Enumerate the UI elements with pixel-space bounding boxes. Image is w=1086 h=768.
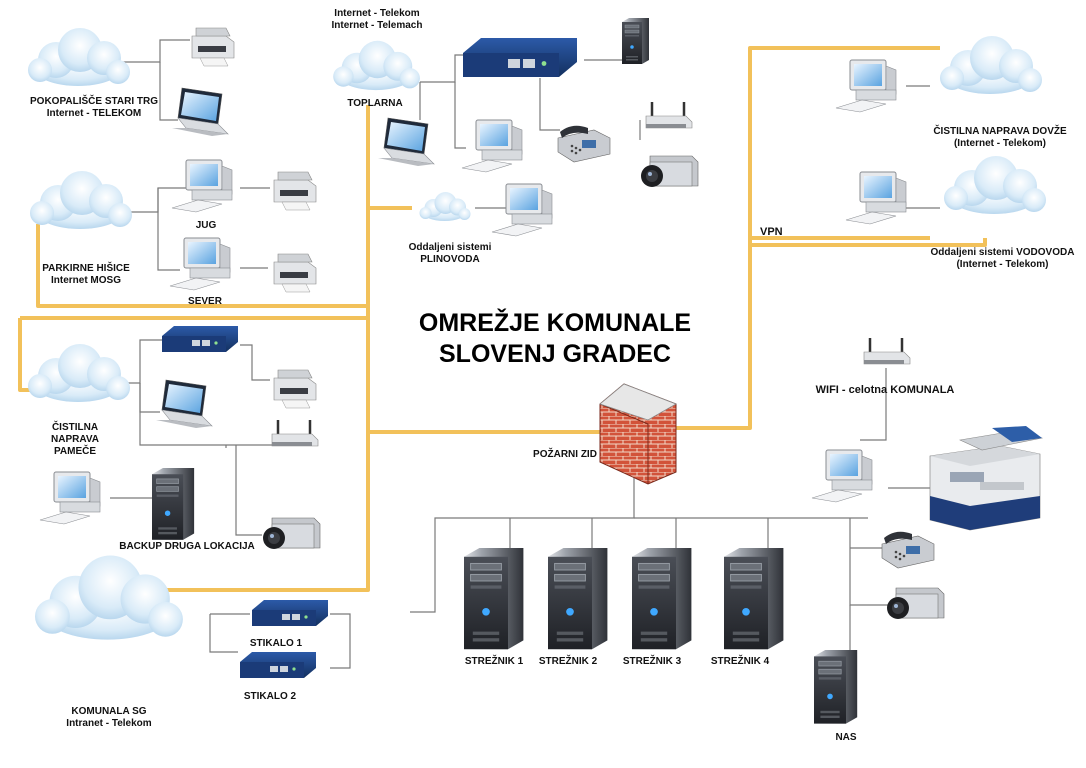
- printer-icon: [273, 369, 317, 409]
- cloud-icon: [30, 171, 132, 229]
- server-icon: [813, 649, 858, 724]
- switch-icon: [240, 652, 316, 678]
- cloud-icon: [35, 555, 183, 640]
- label-stikalo-2: STIKALO 2: [243, 691, 297, 702]
- switch-icon: [162, 326, 238, 352]
- lan-lines: [110, 39, 940, 669]
- laptop-icon: [171, 87, 229, 137]
- label-vpn: VPN: [760, 226, 783, 238]
- router-icon: [862, 336, 912, 366]
- phone-icon: [881, 531, 935, 569]
- label-streznik-3: STREŽNIK 3: [622, 656, 682, 667]
- label-streznik-4: STREŽNIK 4: [710, 656, 770, 667]
- label-stikalo-1: STIKALO 1: [249, 638, 303, 649]
- label-pozarni-zid: POŽARNI ZID: [533, 449, 597, 460]
- pc-icon: [171, 159, 233, 213]
- pc-icon: [811, 449, 873, 503]
- label-vodovoda: Oddaljeni sistemi VODOVODA(Internet - Te…: [930, 247, 1075, 270]
- cloud-icon: [333, 40, 420, 91]
- cloud-icon: [944, 156, 1046, 214]
- laptop-icon: [377, 117, 435, 167]
- pc-icon: [461, 119, 523, 173]
- router-icon: [644, 100, 694, 130]
- cloud-icon: [28, 28, 130, 86]
- label-backup: BACKUP DRUGA LOKACIJA: [119, 541, 255, 552]
- phone-icon: [557, 125, 611, 163]
- cloud-icon: [419, 192, 471, 221]
- diagram-title: OMREŽJE KOMUNALE SLOVENJ GRADEC: [380, 308, 730, 370]
- camera-icon: [262, 517, 321, 550]
- copier-icon: [929, 425, 1043, 531]
- label-nas: NAS: [835, 732, 857, 743]
- label-sever: SEVER: [188, 296, 222, 307]
- camera-icon: [640, 155, 699, 188]
- label-jug: JUG: [195, 220, 217, 231]
- server-icon: [631, 547, 692, 650]
- firewall-icon: [599, 383, 677, 485]
- laptop-icon: [155, 379, 213, 429]
- server-icon: [463, 547, 524, 650]
- server-icon: [151, 467, 195, 541]
- printer-icon: [273, 171, 317, 211]
- pc-icon: [845, 171, 907, 225]
- vpn-lines: [18, 46, 987, 592]
- label-dovze: ČISTILNA NAPRAVA DOVŽE(Internet - Teleko…: [933, 126, 1067, 149]
- pc-icon: [491, 183, 553, 237]
- pc-icon: [169, 237, 231, 291]
- switch-icon: [463, 38, 577, 77]
- server-icon: [621, 17, 650, 65]
- printer-icon: [273, 253, 317, 293]
- pc-icon: [835, 59, 897, 113]
- cloud-icon: [28, 344, 130, 402]
- pc-icon: [39, 471, 101, 525]
- server-icon: [547, 547, 608, 650]
- title-line-1: OMREŽJE KOMUNALE: [418, 309, 692, 337]
- server-icon: [723, 547, 784, 650]
- router-icon: [270, 418, 320, 448]
- label-wifi: WIFI - celotna KOMUNALA: [815, 384, 955, 396]
- printer-icon: [191, 27, 235, 67]
- label-streznik-1: STREŽNIK 1: [464, 656, 524, 667]
- label-streznik-2: STREŽNIK 2: [538, 656, 598, 667]
- switch-icon: [252, 600, 328, 626]
- label-toplarna: TOPLARNA: [347, 98, 403, 109]
- cloud-icon: [940, 36, 1042, 94]
- camera-icon: [886, 587, 945, 620]
- title-line-2: SLOVENJ GRADEC: [439, 340, 671, 368]
